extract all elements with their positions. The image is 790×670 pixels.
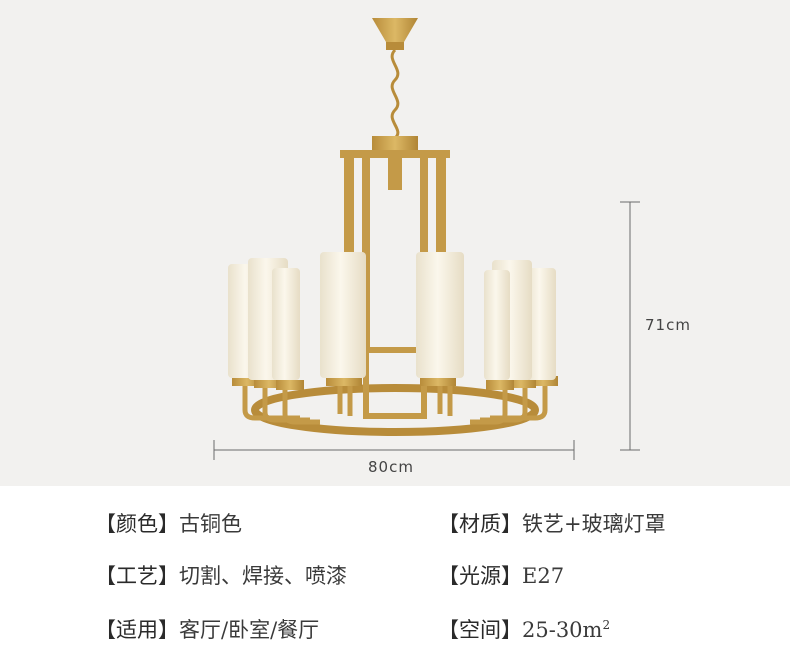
spec-value: 切割、焊接、喷漆 [179, 564, 347, 588]
spec-label: 【颜色】 [95, 512, 179, 536]
spec-value-superscript: 2 [602, 618, 611, 632]
chandelier-illustration [213, 18, 640, 460]
spec-label: 【材质】 [438, 512, 522, 536]
width-dimension-label: 80cm [368, 458, 414, 476]
spec-item-usage: 【适用】客厅/卧室/餐厅 [95, 614, 319, 644]
spec-value: 古铜色 [179, 512, 242, 536]
product-photo: 80cm 71cm [0, 0, 790, 486]
spec-label: 【空间】 [438, 618, 522, 642]
spec-value: 25-30m [522, 618, 603, 642]
spec-label: 【适用】 [95, 618, 179, 642]
height-dimension-label: 71cm [645, 316, 691, 334]
spec-item-material: 【材质】铁艺+玻璃灯罩 [438, 508, 666, 538]
spec-value: E27 [522, 564, 565, 588]
spec-item-color: 【颜色】古铜色 [95, 508, 242, 538]
spec-list: 【颜色】古铜色 【材质】铁艺+玻璃灯罩 【工艺】切割、焊接、喷漆 【光源】E27… [0, 486, 790, 670]
spec-label: 【工艺】 [95, 564, 179, 588]
spec-value: 客厅/卧室/餐厅 [179, 618, 320, 642]
spec-label: 【光源】 [438, 564, 522, 588]
spec-item-space: 【空间】25-30m2 [438, 614, 610, 644]
spec-item-light-source: 【光源】E27 [438, 560, 564, 590]
spec-item-craft: 【工艺】切割、焊接、喷漆 [95, 560, 347, 590]
spec-value: 铁艺+玻璃灯罩 [522, 512, 666, 536]
